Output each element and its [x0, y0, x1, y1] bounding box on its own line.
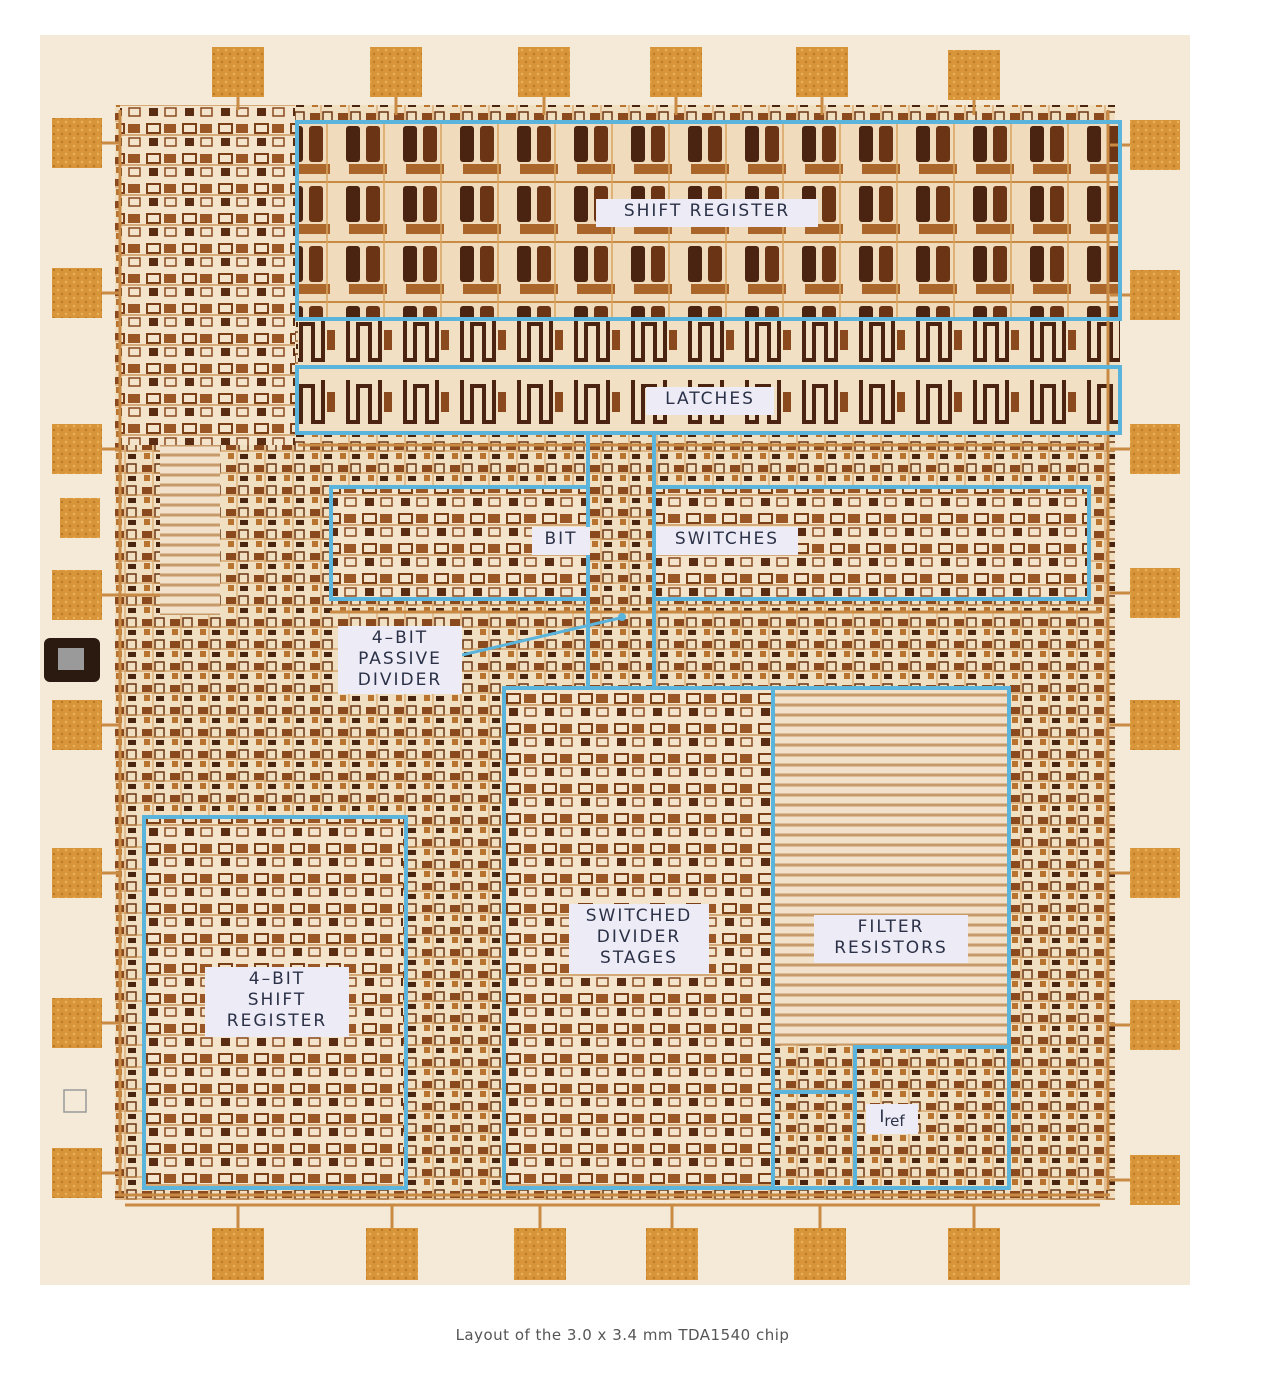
bond-pad — [1130, 700, 1180, 750]
passive-divider-pointer-dot — [618, 613, 626, 621]
bond-pad — [1130, 568, 1180, 618]
figure-caption: Layout of the 3.0 x 3.4 mm TDA1540 chip — [455, 1326, 790, 1344]
bond-pad — [1130, 1155, 1180, 1205]
bond-pad — [1130, 270, 1180, 320]
left-bus-block — [160, 445, 220, 615]
label-small-shift-register: 4–BIT SHIFT REGISTER — [205, 967, 349, 1037]
bond-pad — [948, 50, 1000, 100]
label-iref: Iref — [866, 1104, 918, 1134]
bond-pad — [52, 848, 102, 898]
bond-pad — [212, 1228, 264, 1280]
metal-traces — [115, 110, 1110, 1207]
label-filter-resistors: FILTER RESISTORS — [814, 915, 968, 963]
bond-pad — [650, 47, 702, 97]
bond-pad — [948, 1228, 1000, 1280]
control-logic-block — [120, 105, 295, 445]
latches-outline — [295, 365, 1122, 435]
iref-outline — [773, 1045, 1009, 1188]
passive-divider-pointer — [461, 616, 621, 657]
bond-pad — [60, 498, 100, 538]
bond-pad — [52, 268, 102, 318]
bond-pads-left — [52, 118, 102, 1198]
label-switches: SWITCHES — [656, 527, 798, 555]
small-shift-register-outline — [142, 815, 408, 1190]
filter-resistors-outline — [771, 686, 1011, 1190]
bond-pad — [52, 570, 102, 620]
bond-pads-bottom — [212, 1228, 1000, 1280]
filter-resistor-array — [775, 690, 1007, 1045]
bond-pad — [646, 1228, 698, 1280]
bond-pad — [52, 998, 102, 1048]
bond-pad — [370, 47, 422, 97]
label-latches: LATCHES — [646, 387, 774, 415]
bond-pad — [796, 47, 848, 97]
bond-pad — [1130, 1000, 1180, 1050]
bond-pad — [1130, 120, 1180, 170]
label-bit: BIT — [532, 527, 590, 555]
bit-switches-right-outline — [652, 485, 1091, 601]
bond-pad — [366, 1228, 418, 1280]
bond-pads-top — [212, 47, 1000, 100]
bond-pad — [1130, 848, 1180, 898]
bond-pad — [52, 424, 102, 474]
shift-register-strip — [298, 318, 1120, 368]
bond-pad — [52, 118, 102, 168]
empty-pad — [63, 1089, 87, 1113]
lower-left-filter-cells — [775, 1092, 855, 1187]
bond-pad — [212, 47, 264, 97]
label-passive-divider: 4–BIT PASSIVE DIVIDER — [338, 626, 462, 694]
shift-register-outline — [295, 120, 1122, 321]
label-switched-divider: SWITCHED DIVIDER STAGES — [569, 904, 709, 974]
bond-pad — [518, 47, 570, 97]
passive-divider-column — [590, 435, 652, 690]
bond-pad — [794, 1228, 846, 1280]
label-shift-register: SHIFT REGISTER — [596, 199, 818, 227]
bond-pads-right — [1130, 120, 1180, 1205]
bond-pad — [514, 1228, 566, 1280]
bond-pad — [52, 700, 102, 750]
region-outlines — [142, 120, 1122, 1190]
bond-pad — [1130, 424, 1180, 474]
bond-pad — [52, 1148, 102, 1198]
